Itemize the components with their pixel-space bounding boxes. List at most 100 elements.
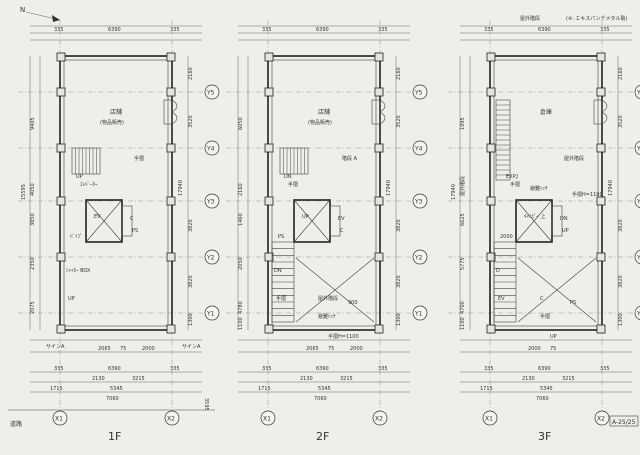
grid-bubble-y-label: Y3 xyxy=(636,199,640,206)
right-dimension: 1300 xyxy=(188,313,194,326)
annotation-label: 屋外階段 xyxy=(564,155,584,162)
right-dimension: 3820 xyxy=(396,275,402,288)
grid-bubble-y-label: Y4 xyxy=(206,146,215,153)
left-dimension: 5775 xyxy=(460,257,466,270)
stair xyxy=(279,147,309,175)
bottom-dim-row3: 3215 xyxy=(132,376,145,382)
sign-label-right: サインA xyxy=(182,344,201,350)
bottom-dim-row2: 335 xyxy=(600,366,610,372)
left-dimension: 6625 xyxy=(460,213,466,226)
column xyxy=(596,87,606,97)
annotation-label: EV xyxy=(94,214,101,220)
sheet-number-box xyxy=(609,415,639,427)
column xyxy=(166,52,176,62)
column xyxy=(486,87,496,97)
pipe-shaft xyxy=(551,205,563,237)
right-dimension: 3820 xyxy=(618,219,624,232)
column xyxy=(596,324,606,334)
grid-bubble-y xyxy=(634,305,640,321)
column xyxy=(264,196,274,206)
bottom-dim-row3: 2130 xyxy=(522,376,535,382)
grid-bubble-x-label: X1 xyxy=(55,416,63,423)
elevator-cross xyxy=(85,199,123,243)
grid-bubble-x xyxy=(52,410,68,426)
left-dimension: 2050 xyxy=(238,257,244,270)
grid-bubble-y-label: Y3 xyxy=(414,199,423,206)
grid-bubble-y xyxy=(634,193,640,209)
annotation-label: DN xyxy=(274,268,282,274)
grid-bubble-x-label: X2 xyxy=(167,416,175,423)
column xyxy=(486,143,496,153)
left-dimension: 1995 xyxy=(460,117,466,130)
column xyxy=(486,52,496,62)
grid-bubble-y xyxy=(634,84,640,100)
column xyxy=(596,143,606,153)
grid-bubble-y-label: Y4 xyxy=(636,146,640,153)
column xyxy=(486,252,496,262)
grid-bubble-y xyxy=(204,249,220,265)
column xyxy=(596,196,606,206)
column xyxy=(596,52,606,62)
grid-bubble-y xyxy=(412,193,428,209)
room-sublabel: (物品販売) xyxy=(308,119,332,126)
annotation-label: ｴﾚﾍﾞｰﾀｰ xyxy=(80,181,98,188)
column xyxy=(264,143,274,153)
column xyxy=(264,324,274,334)
column xyxy=(374,52,384,62)
left-dimension: 屋外階段 xyxy=(459,176,466,196)
bottom-dim-row1: 75 xyxy=(120,346,126,352)
column xyxy=(56,252,66,262)
column xyxy=(56,143,66,153)
bottom-dim-row1: 75 xyxy=(550,346,556,352)
door-swing xyxy=(171,99,178,113)
annotation-label: C xyxy=(340,228,344,234)
right-dimension: 3520 xyxy=(188,115,194,128)
bottom-dim-row4: 1715 xyxy=(50,386,63,392)
column xyxy=(486,196,496,206)
column xyxy=(374,324,384,334)
column xyxy=(374,252,384,262)
floor-title: 1F xyxy=(108,430,121,443)
right-dimension: 3820 xyxy=(618,275,624,288)
annotation-label: PS xyxy=(278,234,284,240)
bottom-dim-row4: 1715 xyxy=(258,386,271,392)
column xyxy=(166,324,176,334)
interior-wall-line xyxy=(63,59,169,327)
column xyxy=(264,252,274,262)
right-dimension: 3820 xyxy=(188,219,194,232)
void-cross xyxy=(517,257,597,323)
exterior-wall xyxy=(489,55,603,331)
road-dimension: 3595 xyxy=(203,398,209,411)
top-dim-left: 335 xyxy=(54,27,64,33)
grid-bubble-y xyxy=(412,305,428,321)
door-swing xyxy=(171,111,178,125)
stair xyxy=(495,99,511,181)
column xyxy=(56,52,66,62)
header-note-right: (※: エキスパンデメタル製) xyxy=(566,15,628,22)
right-dimension: 3520 xyxy=(396,115,402,128)
void-cross xyxy=(295,257,375,323)
annotation-label: 2000 xyxy=(500,234,513,240)
grid-bubble-y xyxy=(634,140,640,156)
bottom-dim-row4: 5345 xyxy=(540,386,553,392)
annotation-label: PS xyxy=(132,228,138,234)
bottom-dim-total: 7060 xyxy=(536,396,549,402)
grid-bubble-y xyxy=(412,140,428,156)
elevator-cross xyxy=(515,199,553,243)
column xyxy=(166,252,176,262)
exterior-wall xyxy=(59,55,173,331)
interior-wall-line xyxy=(271,59,377,327)
grid-bubble-y-label: Y3 xyxy=(206,199,215,206)
grid-bubble-y xyxy=(412,249,428,265)
annotation-label: UP xyxy=(68,296,75,302)
left-dimension: 2160 xyxy=(238,183,244,196)
annotation-label: 屋外階段 xyxy=(318,295,338,302)
grid-bubble-y xyxy=(412,84,428,100)
annotation-label: 900 xyxy=(348,300,358,306)
top-dim-right: 335 xyxy=(378,27,388,33)
annotation-label: ｷｬﾉﾋﾟｰ 上 xyxy=(524,213,546,220)
left-dimension: 2350 xyxy=(30,257,36,270)
elevator-cross xyxy=(293,199,331,243)
sheet-number: A-25/25 xyxy=(612,419,636,426)
north-label: N xyxy=(20,6,25,14)
